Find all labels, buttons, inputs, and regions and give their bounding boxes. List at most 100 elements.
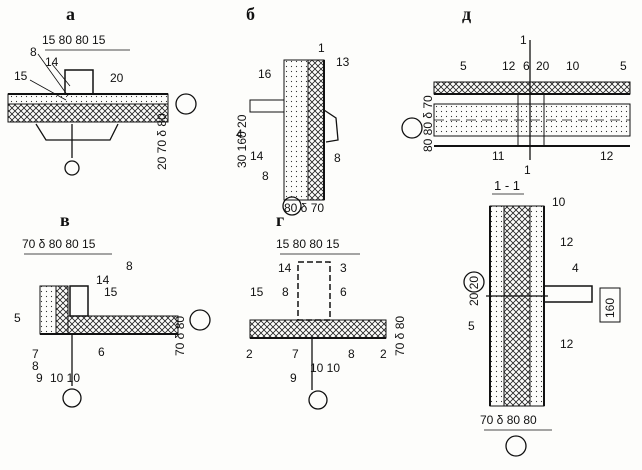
- detail-d-dims-left: 80 80 δ 70: [421, 95, 435, 152]
- label-3: 3: [340, 261, 347, 275]
- label-1-bottom: 1: [524, 163, 531, 177]
- label-14: 14: [96, 273, 110, 287]
- detail-a-dims-right: 20 70 δ 80: [155, 113, 169, 170]
- wall-insulation: [55, 285, 69, 335]
- label-14: 14: [45, 55, 59, 69]
- section-circle: [175, 93, 197, 115]
- section-circle: [401, 117, 423, 139]
- detail-marker: [64, 160, 80, 176]
- detail-v-dims-right: 70 δ 80: [173, 316, 187, 356]
- panel-insulation-top: [433, 81, 631, 95]
- floor-beam: [543, 285, 593, 303]
- label-4: 4: [572, 261, 579, 275]
- section-dims-bottom: 70 δ 80 80: [480, 413, 537, 427]
- joint-insert: [517, 93, 545, 147]
- label-14b: 14: [250, 149, 264, 163]
- detail-b: б 1 13 16 4 14 8 8 30 160 20 80 δ 70: [235, 4, 350, 216]
- label-4: 4: [236, 127, 243, 141]
- label-11: 11: [492, 149, 505, 163]
- label-15: 15: [14, 69, 28, 83]
- section-circle: [189, 309, 211, 331]
- label-16: 16: [258, 67, 272, 81]
- detail-a: а 15 80 80 15 8 14 15 20 20 70 δ 80: [7, 4, 197, 176]
- detail-g-dims-bottom: 10 10: [310, 361, 340, 375]
- panel-insulation: [7, 103, 169, 123]
- label-20: 20: [110, 71, 124, 85]
- section-dims-right: 160: [603, 298, 617, 318]
- label-14: 14: [278, 261, 292, 275]
- detail-d: д 1 5 12 6 20 10 5 11 12 1 80 80 δ 70: [401, 4, 631, 177]
- wall-vertical: [39, 285, 57, 335]
- label-5-left: 5: [460, 59, 467, 73]
- column: [297, 261, 331, 321]
- panel-facing-top: [7, 93, 169, 105]
- label-1-top: 1: [520, 33, 527, 47]
- detail-b-title: б: [246, 4, 255, 24]
- label-15: 15: [250, 285, 264, 299]
- detail-v-dims-bottom: 10 10: [50, 371, 80, 385]
- label-7: 7: [292, 347, 299, 361]
- bracket: [35, 123, 119, 141]
- label-20: 20: [536, 59, 550, 73]
- label-8: 8: [30, 45, 37, 59]
- label-13: 13: [336, 55, 350, 69]
- label-5: 5: [14, 311, 21, 325]
- label-5-right: 5: [620, 59, 627, 73]
- label-12-top: 12: [560, 235, 574, 249]
- detail-b-dims-left: 30 160 20: [235, 114, 249, 168]
- outer-skin: [489, 205, 505, 407]
- wall-insulation: [307, 59, 325, 201]
- detail-a-title: а: [66, 4, 75, 24]
- wall-panel-outer: [283, 59, 309, 201]
- label-8c: 8: [334, 151, 341, 165]
- section-dims-left: 20 20: [467, 276, 481, 306]
- label-10: 10: [552, 195, 566, 209]
- label-8: 8: [282, 285, 289, 299]
- detail-g-dims-right: 70 δ 80: [393, 316, 407, 356]
- section-1-1: 1 - 1 10 12 4 5 12 20 20 160 70 δ 80 80: [463, 178, 621, 457]
- column-stub: [69, 285, 89, 317]
- label-12-bottom: 12: [560, 337, 574, 351]
- detail-g-dims-top: 15 80 80 15: [276, 237, 340, 251]
- detail-v: в 70 δ 80 80 15 8 14 15 5 7 8 9 6 10 10 …: [14, 210, 211, 408]
- label-15: 15: [104, 285, 118, 299]
- label-8b: 8: [262, 169, 269, 183]
- detail-b-dims-bottom: 80 δ 70: [284, 201, 324, 215]
- column-top: [64, 69, 94, 95]
- section-circle: [505, 435, 527, 457]
- detail-marker: [282, 196, 302, 216]
- detail-g-title: г: [276, 210, 284, 230]
- detail-a-dims-top: 15 80 80 15: [42, 33, 106, 47]
- floor-beam: [249, 99, 285, 113]
- label-6: 6: [340, 285, 347, 299]
- label-9: 9: [290, 371, 297, 385]
- label-9: 9: [36, 371, 43, 385]
- label-5: 5: [468, 319, 475, 333]
- detail-v-title: в: [60, 210, 70, 230]
- section-title: 1 - 1: [494, 178, 520, 193]
- label-8: 8: [126, 259, 133, 273]
- inner-skin: [529, 205, 545, 407]
- label-6: 6: [98, 345, 105, 359]
- detail-g: г 15 80 80 15 14 3 15 8 6 2 7 8 2 9 10 1…: [246, 210, 407, 410]
- label-6: 6: [523, 59, 530, 73]
- label-12-bottom: 12: [600, 149, 614, 163]
- label-1: 1: [318, 41, 325, 55]
- detail-marker: [308, 390, 328, 410]
- detail-d-title: д: [462, 4, 471, 24]
- insulation-core: [503, 205, 531, 407]
- panel-horizontal: [249, 319, 387, 339]
- label-8b: 8: [32, 359, 39, 373]
- label-12-top: 12: [502, 59, 516, 73]
- section-circle-left: [463, 271, 485, 293]
- detail-marker: [62, 388, 82, 408]
- panel-horizontal: [67, 315, 179, 335]
- detail-v-dims-top: 70 δ 80 80 15: [22, 237, 96, 251]
- wall-bracket: [323, 109, 339, 143]
- label-8b: 8: [348, 347, 355, 361]
- label-7: 7: [32, 347, 39, 361]
- label-2-left: 2: [246, 347, 253, 361]
- label-2-right: 2: [380, 347, 387, 361]
